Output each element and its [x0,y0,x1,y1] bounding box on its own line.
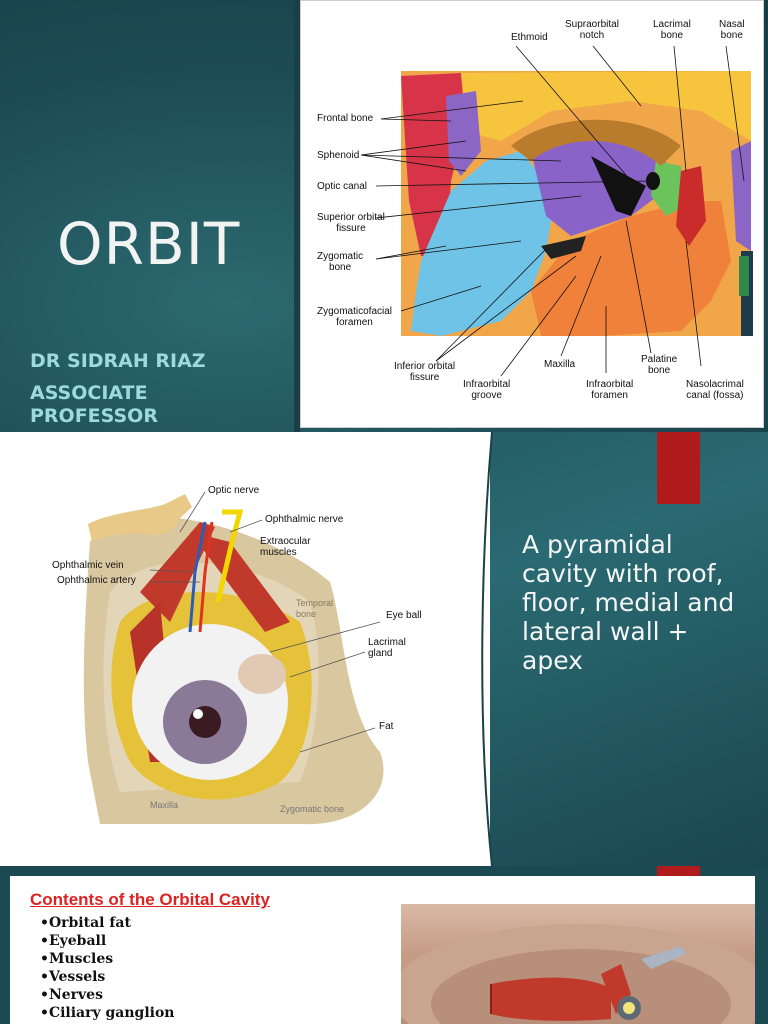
label-ethmoid: Ethmoid [511,32,548,43]
label-lacrimal-gland-line2: gland [368,648,393,659]
label-ophthalmic-vein: Ophthalmic vein [52,560,124,571]
label-lacrimal-line1: Lacrimal [653,19,691,30]
author-role-line1: ASSOCIATE [30,382,148,404]
definition-text: A pyramidal cavity with roof, floor, med… [522,530,735,675]
label-nasolacrimal-line1: Nasolacrimal [686,379,744,390]
label-zygomatic-line1: Zygomatic [317,251,364,262]
list-item: •Ciliary ganglion [40,1005,175,1021]
author-role-line2: PROFESSOR [30,405,158,427]
contents-list: •Orbital fat •Eyeball •Muscles •Vessels … [40,914,174,1022]
label-nasal-line1: Nasal [719,19,745,30]
accent-bar [657,432,700,504]
label-extraocular-line2: muscles [260,547,297,558]
label-optic-nerve: Optic nerve [208,485,260,496]
list-item: •Orbital fat [40,915,131,931]
label-ophthalmic-artery: Ophthalmic artery [57,575,136,586]
label-zygomatic-line2: bone [328,262,352,273]
list-item: •Eyeball [40,933,107,949]
label-supraorbital-line1: Supraorbital [565,19,619,30]
list-item: •Nerves [40,987,103,1003]
label-sphenoid: Sphenoid [317,150,360,161]
label-sup-orbital-line1: Superior orbital [317,212,385,223]
label-sup-orbital-line2: fissure [336,223,366,234]
label-zygomatic-bone-2: Zygomatic bone [280,804,345,814]
author-block: DR SIDRAH RIAZ ASSOCIATE PROFESSOR [30,350,206,428]
definition-slide: Optic nerve Ophthalmic nerve Extraocular… [0,432,768,866]
label-maxilla: Maxilla [544,359,576,370]
label-infraorbital-groove-line1: Infraorbital [463,379,511,390]
label-ophthalmic-nerve: Ophthalmic nerve [265,514,344,525]
label-infraorbital-groove-line2: groove [471,390,502,401]
list-item: •Vessels [40,969,106,985]
label-inf-orbital-line1: Inferior orbital [394,361,456,372]
author-name: DR SIDRAH RIAZ [30,350,206,372]
orbit-bones-illustration [360,45,753,377]
label-eye-ball: Eye ball [386,610,422,621]
orbit-dissection-photo [401,904,755,1024]
eye-orbit-illustration [83,491,384,825]
orbit-dissection-illustration [401,924,755,1024]
label-temporal-line1: Temporal [296,598,334,608]
label-supraorbital-line2: notch [579,30,605,41]
contents-slide: Contents of the Orbital Cavity •Orbital … [0,866,768,1024]
label-palatine-line1: Palatine [641,354,678,365]
label-zygomaticofacial-line2: foramen [336,317,373,328]
contents-heading: Contents of the Orbital Cavity [30,890,270,909]
label-lacrimal-gland-line1: Lacrimal [368,637,406,648]
label-temporal-line2: bone [296,609,317,619]
accent-bar [657,866,700,876]
label-infraorbital-foramen-line1: Infraorbital [586,379,634,390]
label-frontal: Frontal bone [317,113,374,124]
label-nasal-line2: bone [720,30,743,41]
label-extraocular-line1: Extraocular [260,536,311,547]
label-infraorbital-foramen-line2: foramen [591,390,628,401]
slide-curve-divider [470,432,493,866]
label-nasolacrimal-line2: canal (fossa) [686,390,744,401]
label-zygomaticofacial-line1: Zygomaticofacial [317,306,393,317]
label-lacrimal-line2: bone [660,30,684,41]
title-slide: ORBIT DR SIDRAH RIAZ ASSOCIATE PROFESSOR [0,0,768,432]
label-inf-orbital-line2: fissure [409,372,440,383]
slide-divider [294,0,300,432]
slide-title: ORBIT [57,210,241,278]
eye-figure-panel: Optic nerve Ophthalmic nerve Extraocular… [0,432,490,866]
label-palatine-line2: bone [647,365,671,376]
label-fat: Fat [379,721,394,732]
label-optic-canal: Optic canal [317,181,368,192]
label-maxilla-2: Maxilla [150,800,179,810]
list-item: •Muscles [40,951,114,967]
